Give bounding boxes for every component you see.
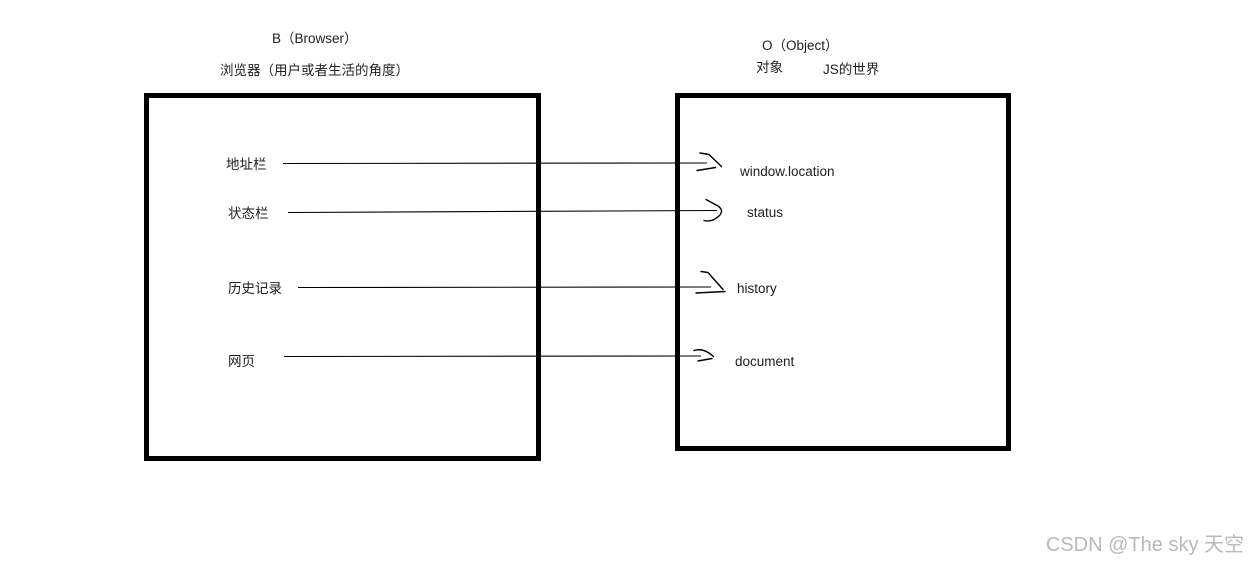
csdn-watermark: CSDN @The sky 天空 — [1045, 534, 1244, 556]
left-box-subtitle: 浏览器（用户或者生活的角度） — [220, 63, 409, 78]
label-status-bar: 状态栏 — [228, 206, 269, 221]
right-box-label-js-world: JS的世界 — [823, 62, 880, 77]
label-history-record: 历史记录 — [228, 281, 282, 296]
label-document: document — [735, 354, 795, 369]
label-history: history — [737, 281, 777, 296]
label-status: status — [747, 205, 784, 220]
right-box-label-object: 对象 — [756, 60, 783, 75]
label-address-bar: 地址栏 — [226, 157, 267, 172]
object-box — [675, 93, 1011, 451]
left-box-title: B（Browser） — [272, 31, 358, 46]
label-window-location: window.location — [740, 164, 835, 179]
browser-box — [144, 93, 541, 461]
label-webpage: 网页 — [228, 354, 255, 369]
right-box-title: O（Object） — [762, 38, 839, 53]
